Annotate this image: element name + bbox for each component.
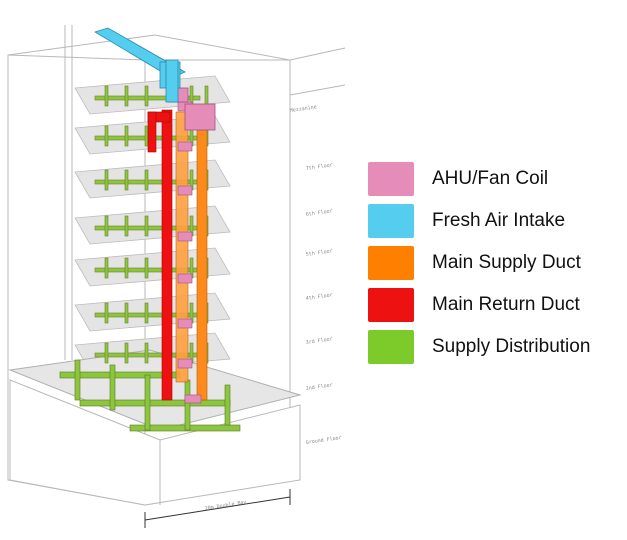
main-return-duct — [147, 109, 173, 401]
legend-swatch-ahu — [368, 162, 414, 196]
supply-branch-tee — [124, 169, 129, 191]
fan-coil — [177, 318, 193, 329]
dimension-label: 20m Double Bay — [204, 499, 247, 512]
supply-branch-tee — [124, 125, 129, 147]
legend-item-return-duct: Main Return Duct — [368, 286, 623, 324]
fan-coil — [177, 185, 193, 196]
legend-label-fresh-air: Fresh Air Intake — [432, 210, 566, 231]
legend-label-return-duct: Main Return Duct — [432, 294, 580, 315]
supply-branch-tee — [124, 342, 129, 364]
legend-label-ahu: AHU/Fan Coil — [432, 168, 549, 189]
legend-label-supply-distribution: Supply Distribution — [432, 336, 591, 357]
floor-label-2nd: 2nd Floor — [305, 382, 333, 392]
legend-swatch-return-duct — [368, 288, 414, 322]
floor-label-6th: 6th Floor — [305, 208, 333, 218]
fan-coil — [177, 141, 193, 152]
legend-item-fresh-air: Fresh Air Intake — [368, 202, 623, 240]
legend-swatch-fresh-air — [368, 204, 414, 238]
ahu-unit — [167, 87, 216, 131]
dimension-line — [144, 489, 291, 528]
supply-branch-tee — [104, 302, 109, 324]
supply-branch-tee — [104, 257, 109, 279]
supply-branch-tee — [144, 302, 149, 324]
floor-label-3rd: 3rd Floor — [305, 336, 333, 346]
supply-branch-tee — [144, 125, 149, 147]
legend-label-supply-duct: Main Supply Duct — [432, 252, 581, 273]
floor-label-mezzanine: Mezzanine — [289, 104, 317, 114]
legend-swatch-supply-distribution — [368, 330, 414, 364]
supply-branch-tee — [144, 215, 149, 237]
floor-label-5th: 5th Floor — [305, 248, 333, 258]
supply-branch-tee — [124, 85, 129, 107]
fan-coil — [177, 273, 193, 284]
fan-coil — [177, 231, 193, 242]
supply-branch-tee — [104, 342, 109, 364]
supply-branch-tee — [124, 302, 129, 324]
legend-item-supply-duct: Main Supply Duct — [368, 244, 623, 282]
supply-branch-tee — [124, 215, 129, 237]
fan-coil — [177, 358, 193, 369]
legend-swatch-supply-duct — [368, 246, 414, 280]
supply-branch-tee — [144, 169, 149, 191]
fan-coil — [184, 394, 202, 404]
floor-label-7th: 7th Floor — [305, 162, 333, 172]
fresh-air-intake-duct — [94, 27, 186, 103]
legend: AHU/Fan Coil Fresh Air Intake Main Suppl… — [368, 160, 623, 370]
supply-branch-tee — [204, 85, 209, 107]
floor-label-ground: Ground Floor — [305, 435, 342, 446]
supply-branch-tee — [104, 215, 109, 237]
legend-item-supply-distribution: Supply Distribution — [368, 328, 623, 366]
supply-branch-tee — [104, 125, 109, 147]
floor-label-4th: 4th Floor — [305, 292, 333, 302]
supply-branch-tee — [104, 169, 109, 191]
supply-branch-tee — [124, 257, 129, 279]
supply-branch-tee — [144, 85, 149, 107]
supply-branch-tee — [144, 257, 149, 279]
floor-labels: Mezzanine 7th Floor 6th Floor 5th Floor … — [289, 104, 342, 446]
supply-branch-tee — [144, 342, 149, 364]
legend-item-ahu: AHU/Fan Coil — [368, 160, 623, 198]
supply-branch-tee — [104, 85, 109, 107]
